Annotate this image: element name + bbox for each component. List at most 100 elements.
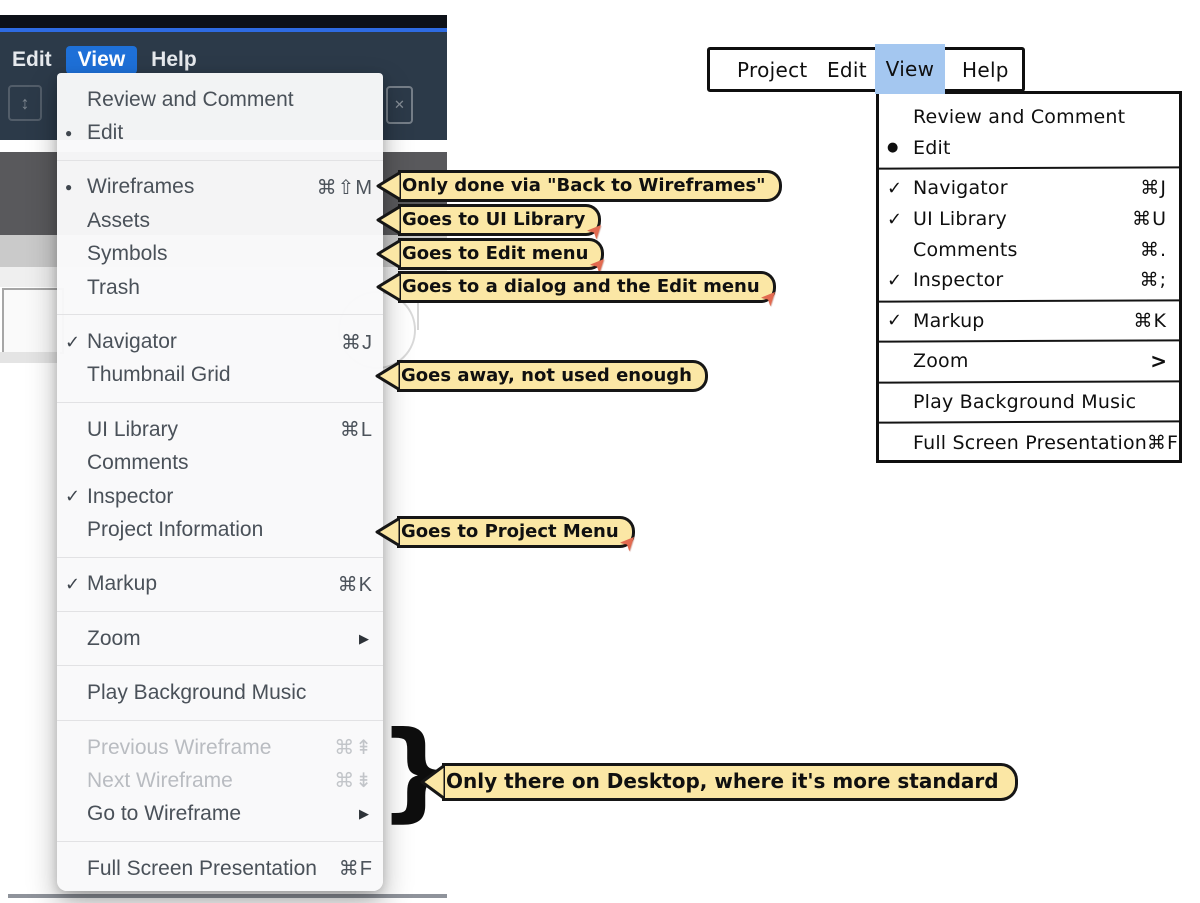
callout-body: Only there on Desktop, where it's more s… [442,763,1018,801]
menu-item-label: Inspector [87,484,174,508]
menu-item-edit[interactable]: ● Edit [57,116,383,149]
menu-item-shortcut: ⌘J [1140,177,1167,200]
menu-item-next-wireframe[interactable]: Next Wireframe ⌘⇟ [57,764,383,797]
menu-item-edit[interactable]: ● Edit [879,133,1179,164]
menu-item-label: Inspector [913,269,1004,292]
menu-item-label: Symbols [87,242,168,266]
updown-arrow-icon: ↕ [20,92,30,113]
menu-item-review-and-comment[interactable]: Review and Comment [879,102,1179,133]
annotation-callout: Only done via "Back to Wireframes" [376,170,782,202]
annotation-callout: Goes away, not used enough [375,360,708,392]
resize-tool-icon[interactable]: ↕ [8,85,42,121]
menu-item-symbols[interactable]: Symbols [57,238,383,271]
menu-item-ui-library[interactable]: ✓ UI Library ⌘U [879,204,1179,235]
menu-item-zoom[interactable]: Zoom▶ [57,622,383,655]
callout-tip [376,271,401,303]
header-accent-strip [0,28,447,32]
menu-item-label: Comments [87,451,189,475]
bullet-icon: ● [65,126,73,141]
wireframe-view-menu: Review and Comment●Edit✓Navigator⌘J✓UI L… [876,91,1182,463]
menu-item-label: Review and Comment [87,87,294,111]
callout-tip [420,763,445,801]
menu-item-label: Markup [87,572,158,596]
menu-item-play-background-music[interactable]: Play Background Music [879,387,1179,418]
menu-item-navigator[interactable]: ✓Navigator⌘J [57,325,383,358]
menu-item-markup[interactable]: ✓Markup⌘K [879,306,1179,337]
menu-item-play-background-music[interactable]: Play Background Music [57,676,383,709]
menu-item-label: Project Information [87,517,264,541]
menu-item-wireframes[interactable]: ●Wireframes⌘⇧M [57,171,383,204]
bullet-icon: ● [65,180,73,195]
annotation-callout: Goes to Project Menu➤ [375,516,643,556]
menu-item-project-information[interactable]: Project Information [57,513,383,546]
wireframe-menubar-item-project[interactable]: Project [737,57,808,82]
menu-item-label: Zoom [87,626,141,650]
menu-item-go-to-wireframe[interactable]: Go to Wireframe▶ [57,798,383,831]
menu-item-label: Play Background Music [87,681,307,705]
check-icon: ✓ [887,208,903,230]
annotation-callout: Only there on Desktop, where it's more s… [420,763,1018,801]
menu-item-label: Next Wireframe [87,768,233,792]
menu-item-label: Edit [87,121,124,145]
menu-item-ui-library[interactable]: UI Library ⌘L [57,413,383,446]
menu-item-full-screen-presentation[interactable]: Full Screen Presentation⌘F [879,427,1179,458]
menu-separator [57,665,383,667]
background-wireframe-strip [0,352,60,363]
script-tool-icon[interactable]: ✕ [386,86,413,124]
menu-item-shortcut: ⌘⇞ [334,737,373,760]
wireframe-menubar-item-edit[interactable]: Edit [827,57,867,82]
menu-item-inspector[interactable]: ✓Inspector [57,480,383,513]
app-menubar-item-view[interactable]: View [65,46,138,74]
menu-separator [57,556,383,558]
menu-item-label: Full Screen Presentation [913,431,1148,454]
check-icon: ✓ [887,269,903,291]
menu-item-shortcut: ⌘K [337,573,373,596]
menu-item-label: Full Screen Presentation [87,856,317,880]
wireframe-menubar-item-help[interactable]: Help [962,57,1009,82]
menu-item-label: UI Library [87,417,179,441]
check-icon: ✓ [887,177,903,199]
menu-item-shortcut: ⌘⇟ [334,770,373,793]
annotation-callout: Goes to a dialog and the Edit menu➤ [376,271,784,311]
menu-separator [878,166,1180,170]
menu-item-review-and-comment[interactable]: Review and Comment [57,83,383,116]
callout-text: Only done via "Back to Wireframes" [402,174,766,196]
menu-item-trash[interactable]: Trash [57,271,383,304]
menu-item-shortcut: ⌘. [1139,238,1167,261]
bullet-icon: ● [887,140,899,156]
menu-item-label: Go to Wireframe [87,802,242,826]
menu-item-markup[interactable]: ✓Markup⌘K [57,568,383,601]
callout-tip [375,360,400,392]
menu-item-shortcut: ⌘; [1139,269,1167,292]
menu-item-zoom[interactable]: Zoom> [879,346,1179,377]
callout-body: Goes away, not used enough [397,360,708,392]
app-menubar-item-edit[interactable]: Edit [12,48,52,71]
menu-item-navigator[interactable]: ✓Navigator⌘J [879,173,1179,204]
menu-item-label: UI Library [913,208,1007,231]
callout-tip [376,170,401,202]
menu-item-assets[interactable]: Assets [57,204,383,237]
menu-item-shortcut: ⌘U [1132,208,1167,231]
check-icon: ✓ [887,310,903,332]
menu-item-label: Comments [913,238,1018,261]
callout-tip [376,204,401,236]
menu-item-inspector[interactable]: ✓ Inspector ⌘; [879,265,1179,296]
menu-item-label: Edit [913,136,951,159]
menu-item-label: Review and Comment [913,106,1126,129]
menu-item-comments[interactable]: Comments [57,447,383,480]
callout-tip [375,516,400,548]
callout-text: Goes to Edit menu [402,242,589,264]
menu-separator [878,380,1180,384]
menu-item-previous-wireframe[interactable]: Previous Wireframe⌘⇞ [57,731,383,764]
app-menubar-item-help[interactable]: Help [151,48,197,71]
menu-item-comments[interactable]: Comments ⌘. [879,234,1179,265]
menu-item-full-screen-presentation[interactable]: Full Screen Presentation⌘F [57,852,383,885]
menu-item-thumbnail-grid[interactable]: Thumbnail Grid [57,359,383,392]
background-wireframe-box [2,288,64,354]
menu-item-shortcut: ⌘L [339,419,373,442]
wireframe-menubar-item-view[interactable]: View [875,44,945,94]
annotation-callout: Goes to UI Library➤ [376,204,609,244]
callout-text: Goes away, not used enough [401,364,692,386]
callout-body: Only done via "Back to Wireframes" [398,170,782,202]
